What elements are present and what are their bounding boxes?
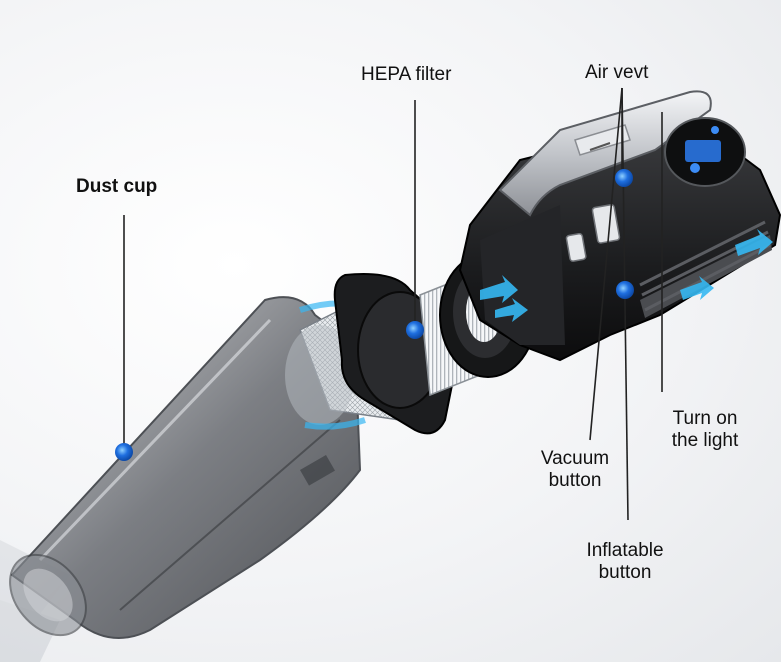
label-turn-on-light: Turn on the light [640,408,770,452]
label-inflatable-button: Inflatable button [560,540,690,584]
marker-inflatable-button [616,281,634,299]
marker-dust-cup [115,443,133,461]
leader-vacuum-button [589,87,623,441]
label-vacuum-button-line2: button [548,470,602,491]
label-hepa-filter: HEPA filter [361,64,452,85]
label-vacuum-button: Vacuum button [510,448,640,492]
label-turn-on-light-line1: Turn on [672,408,738,429]
dust-cup [9,296,362,639]
label-air-vent: Air vevt [585,62,649,83]
label-inflatable-button-line2: button [598,562,652,583]
marker-air-vent [615,169,633,187]
leader-inflatable-button [621,87,629,521]
label-turn-on-light-line2: the light [671,430,739,451]
label-vacuum-button-line1: Vacuum [540,448,610,469]
digital-display [664,117,746,187]
marker-hepa-filter [406,321,424,339]
marker-dot-icon [115,169,634,461]
airflow-arrow-icon [480,229,773,322]
leader-lines [123,87,663,521]
label-dust-cup: Dust cup [76,176,158,197]
label-inflatable-button-line1: Inflatable [586,540,664,561]
